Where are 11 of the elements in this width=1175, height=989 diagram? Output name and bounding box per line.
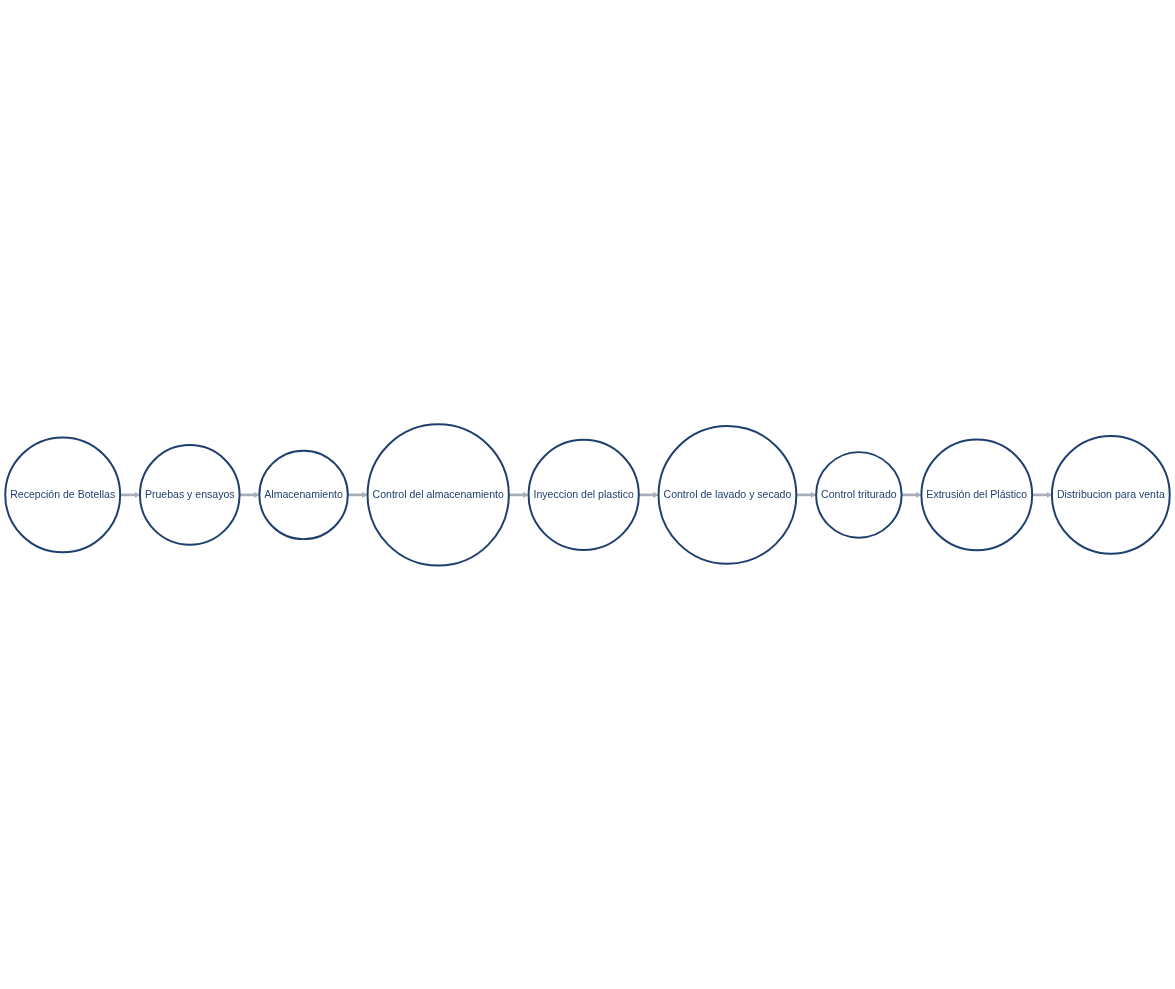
node-circle: Control del almacenamiento [366, 422, 510, 567]
node-circle: Almacenamiento [258, 449, 349, 540]
node-circle: Extrusión del Plástico [920, 438, 1034, 551]
node-circle: Distribucion para venta [1050, 434, 1171, 555]
arrow [508, 491, 529, 498]
node-circle: Recepción de Botellas [4, 436, 122, 553]
node-circle: Inyeccion del plastico [527, 438, 640, 551]
node-circle: Control de lavado y secado [657, 424, 798, 565]
node-circle: Pruebas y ensayos [138, 443, 241, 546]
node-circle: Control triturado [815, 450, 903, 539]
arrow [347, 491, 368, 498]
